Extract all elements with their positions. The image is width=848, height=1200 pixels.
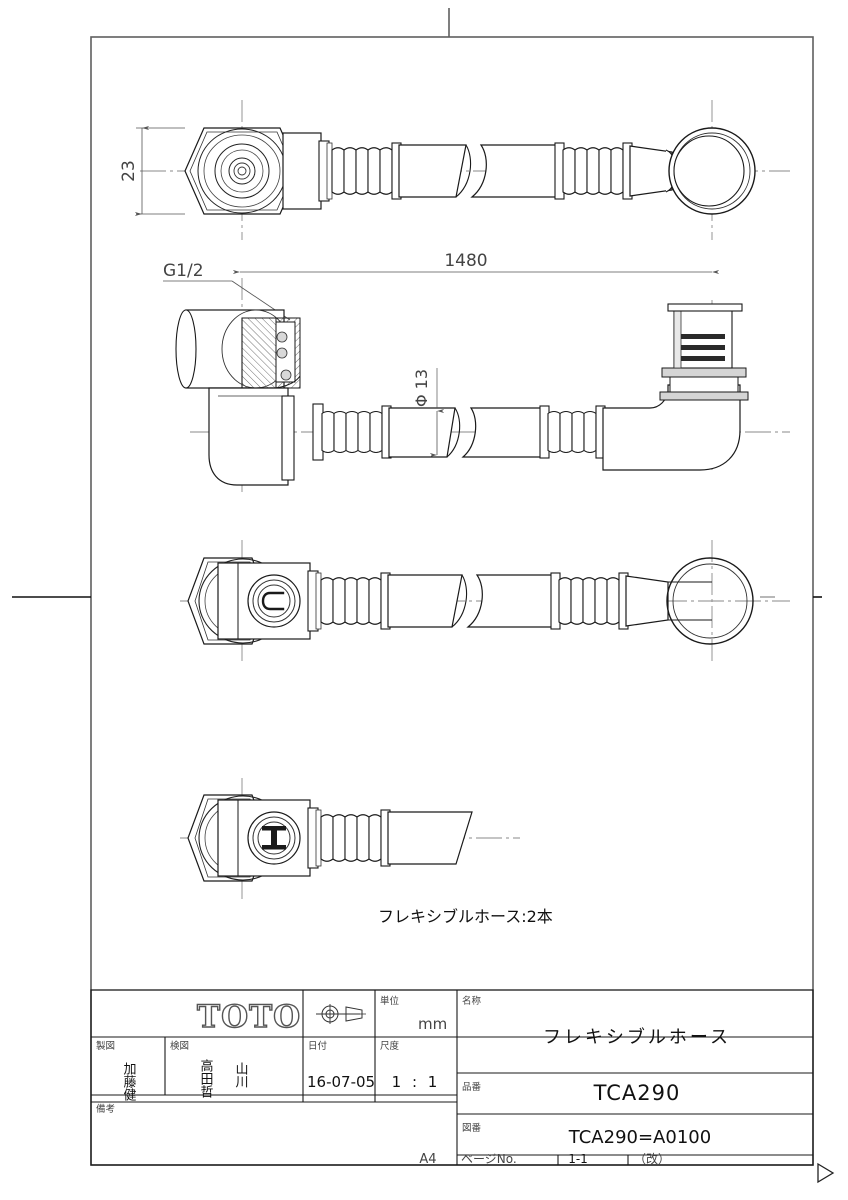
leader-g12: G1/2 — [163, 261, 291, 321]
collar-left-inner-view1 — [326, 142, 333, 200]
view-section: G1/2 — [163, 261, 790, 492]
hose-stub-view4 — [387, 811, 473, 865]
corrugation-right-view2 — [547, 410, 597, 454]
neck-view1 — [629, 145, 673, 197]
hose-body-right-view1 — [470, 144, 561, 198]
company-logo: TOTO — [197, 999, 301, 1035]
name-label: 名称 — [462, 995, 482, 1007]
checked-by-value-2: 山川 — [233, 1062, 249, 1088]
view-marked-c — [180, 540, 790, 662]
hose-body-left-view1 — [398, 144, 467, 198]
page-label: ページNo. — [461, 1152, 517, 1166]
dimension-g12-label: G1/2 — [163, 261, 204, 281]
drawn-by-label: 製図 — [96, 1040, 115, 1052]
corrugation-left-view4 — [320, 814, 382, 862]
drawn-by-value: 加藤健 — [121, 1062, 137, 1102]
marking-hot — [247, 811, 301, 865]
collar-left-inner-view4 — [315, 809, 322, 867]
checked-by-label: 検図 — [170, 1040, 189, 1052]
note-quantity: フレキシブルホース:2本 — [378, 907, 553, 926]
unit-label: 単位 — [380, 995, 400, 1007]
dimension-23: 23 — [119, 125, 185, 217]
ring-end-view3 — [666, 557, 754, 645]
hex-nut-top — [184, 127, 300, 215]
projection-symbol-icon — [316, 1004, 366, 1024]
corrugation-right-view1 — [562, 147, 624, 195]
elbow-body-view2 — [208, 387, 295, 486]
date-value: 16-07-05 — [307, 1073, 375, 1091]
part-no-value: TCA290 — [593, 1081, 681, 1105]
hose-body-left-view3 — [387, 574, 463, 628]
dimension-1480-label: 1480 — [444, 251, 487, 271]
orientation-triangle-icon — [817, 1162, 835, 1184]
view-top: 23 — [119, 100, 790, 240]
drawing-no-label: 図番 — [462, 1122, 482, 1134]
revision-label: （改） — [634, 1152, 670, 1166]
view-marked-h — [180, 778, 520, 900]
ring-end-view1 — [668, 127, 756, 215]
page-value: 1-1 — [568, 1152, 588, 1166]
scale-label: 尺度 — [380, 1040, 400, 1052]
scale-value: 1 : 1 — [392, 1073, 441, 1091]
nut-section-view2 — [175, 309, 301, 430]
checked-by-value-1: 高田哲 — [198, 1058, 214, 1098]
hose-body-left-view2 — [388, 407, 456, 458]
corrugation-left-view1 — [331, 147, 393, 195]
adapter-block-view1 — [282, 132, 322, 210]
hose-body-right-view2 — [461, 407, 546, 458]
corrugation-left-view3 — [320, 577, 382, 625]
hose-break-view2 — [446, 407, 461, 458]
hose-body-right-view3 — [466, 574, 557, 628]
marking-cold — [247, 574, 301, 628]
dimension-phi13: Φ 13 — [412, 368, 445, 458]
dimension-1480: 1480 — [232, 251, 720, 275]
dimension-23-label: 23 — [119, 160, 139, 182]
neck-view3 — [625, 575, 669, 627]
corrugation-right-view3 — [558, 577, 620, 625]
outlet-flange-view2 — [659, 303, 749, 401]
unit-value: mm — [418, 1015, 447, 1033]
dimension-phi13-label: Φ 13 — [412, 369, 431, 407]
collar-left-inner-view3 — [315, 572, 322, 630]
drawing-no-value: TCA290=A0100 — [568, 1127, 711, 1148]
part-no-label: 品番 — [462, 1081, 482, 1093]
hose-break-view3 — [451, 574, 468, 628]
remarks-label: 備考 — [96, 1103, 115, 1115]
date-label: 日付 — [308, 1041, 328, 1052]
corrugation-left-view2 — [321, 410, 383, 454]
hose-break-view1 — [455, 144, 472, 198]
paper-size: A4 — [419, 1152, 436, 1167]
product-name-value: フレキシブルホース — [543, 1026, 731, 1048]
title-block: TOTO 単位 mm 名称 フレキシブルホース 製図 加藤健 検図 高田哲 山川… — [90, 989, 814, 1167]
